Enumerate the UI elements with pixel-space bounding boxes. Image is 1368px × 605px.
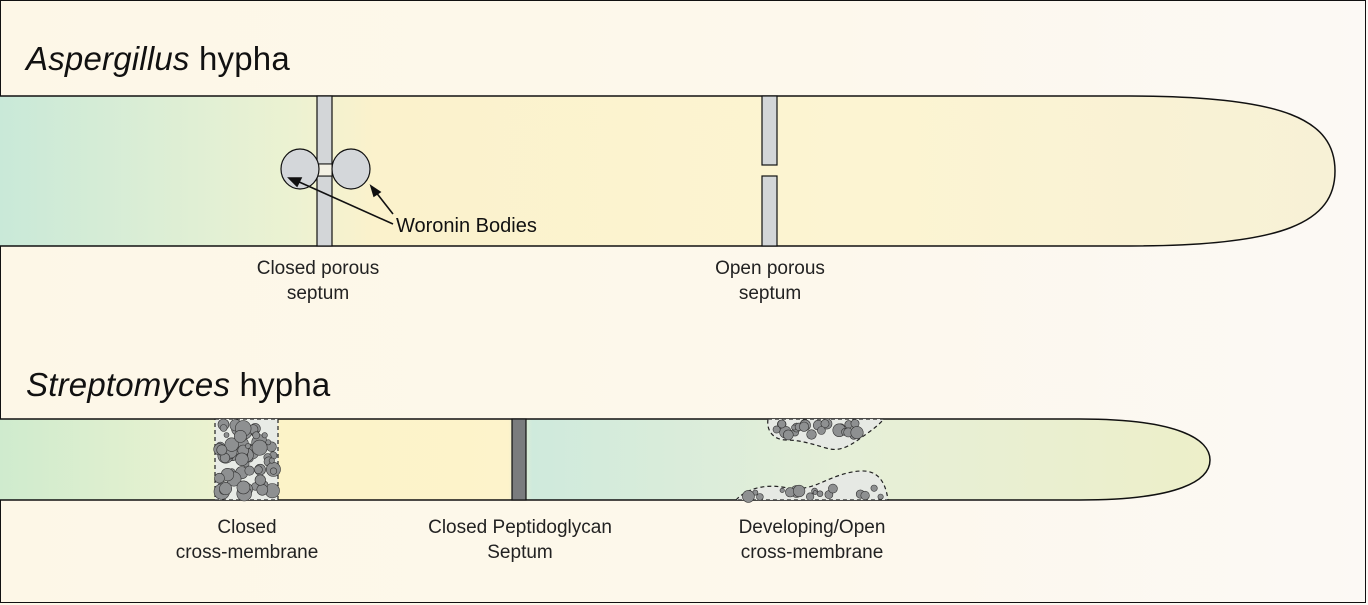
membrane-particle bbox=[783, 430, 793, 440]
membrane-particle bbox=[807, 430, 817, 440]
membrane-particle bbox=[252, 440, 267, 455]
membrane-particle bbox=[234, 430, 246, 442]
membrane-particle bbox=[793, 485, 805, 497]
membrane-particle bbox=[851, 426, 863, 438]
membrane-particle bbox=[817, 427, 825, 435]
membrane-particle bbox=[778, 420, 786, 428]
membrane-particle bbox=[220, 483, 232, 495]
membrane-particle bbox=[817, 491, 823, 497]
closed-cross-membrane bbox=[214, 419, 281, 501]
membrane-particle bbox=[262, 433, 267, 438]
membrane-particle bbox=[861, 491, 870, 500]
membrane-particle bbox=[253, 432, 260, 439]
membrane-particle bbox=[224, 433, 229, 438]
membrane-particle bbox=[257, 484, 268, 495]
woronin-bodies-label: Woronin Bodies bbox=[396, 215, 537, 238]
peptidoglycan-septum bbox=[512, 419, 526, 500]
membrane-particle bbox=[217, 445, 227, 455]
membrane-particle bbox=[742, 490, 754, 502]
aspergillus-hypha-body bbox=[0, 96, 1335, 246]
woronin-body-right bbox=[332, 149, 370, 189]
aspergillus-title: Aspergillus hypha bbox=[26, 40, 290, 78]
membrane-particle bbox=[269, 458, 274, 463]
membrane-particle bbox=[871, 485, 877, 491]
membrane-particle bbox=[828, 484, 837, 493]
membrane-particle bbox=[806, 493, 814, 501]
membrane-particle bbox=[757, 494, 764, 501]
membrane-particle bbox=[270, 468, 277, 475]
membrane-particle bbox=[254, 466, 262, 474]
streptomyces-hypha-body bbox=[0, 419, 1210, 500]
membrane-particle bbox=[813, 491, 817, 495]
membrane-particle bbox=[237, 481, 250, 494]
membrane-particle bbox=[780, 488, 784, 492]
membrane-particle bbox=[220, 425, 227, 432]
membrane-particle bbox=[215, 473, 225, 483]
membrane-particle bbox=[799, 422, 808, 431]
membrane-particle bbox=[245, 443, 250, 448]
streptomyces-title: Streptomyces hypha bbox=[26, 366, 330, 404]
membrane-particle bbox=[255, 475, 266, 486]
membrane-particle bbox=[236, 453, 249, 466]
membrane-particle bbox=[245, 466, 254, 475]
membrane-particle bbox=[878, 494, 883, 499]
